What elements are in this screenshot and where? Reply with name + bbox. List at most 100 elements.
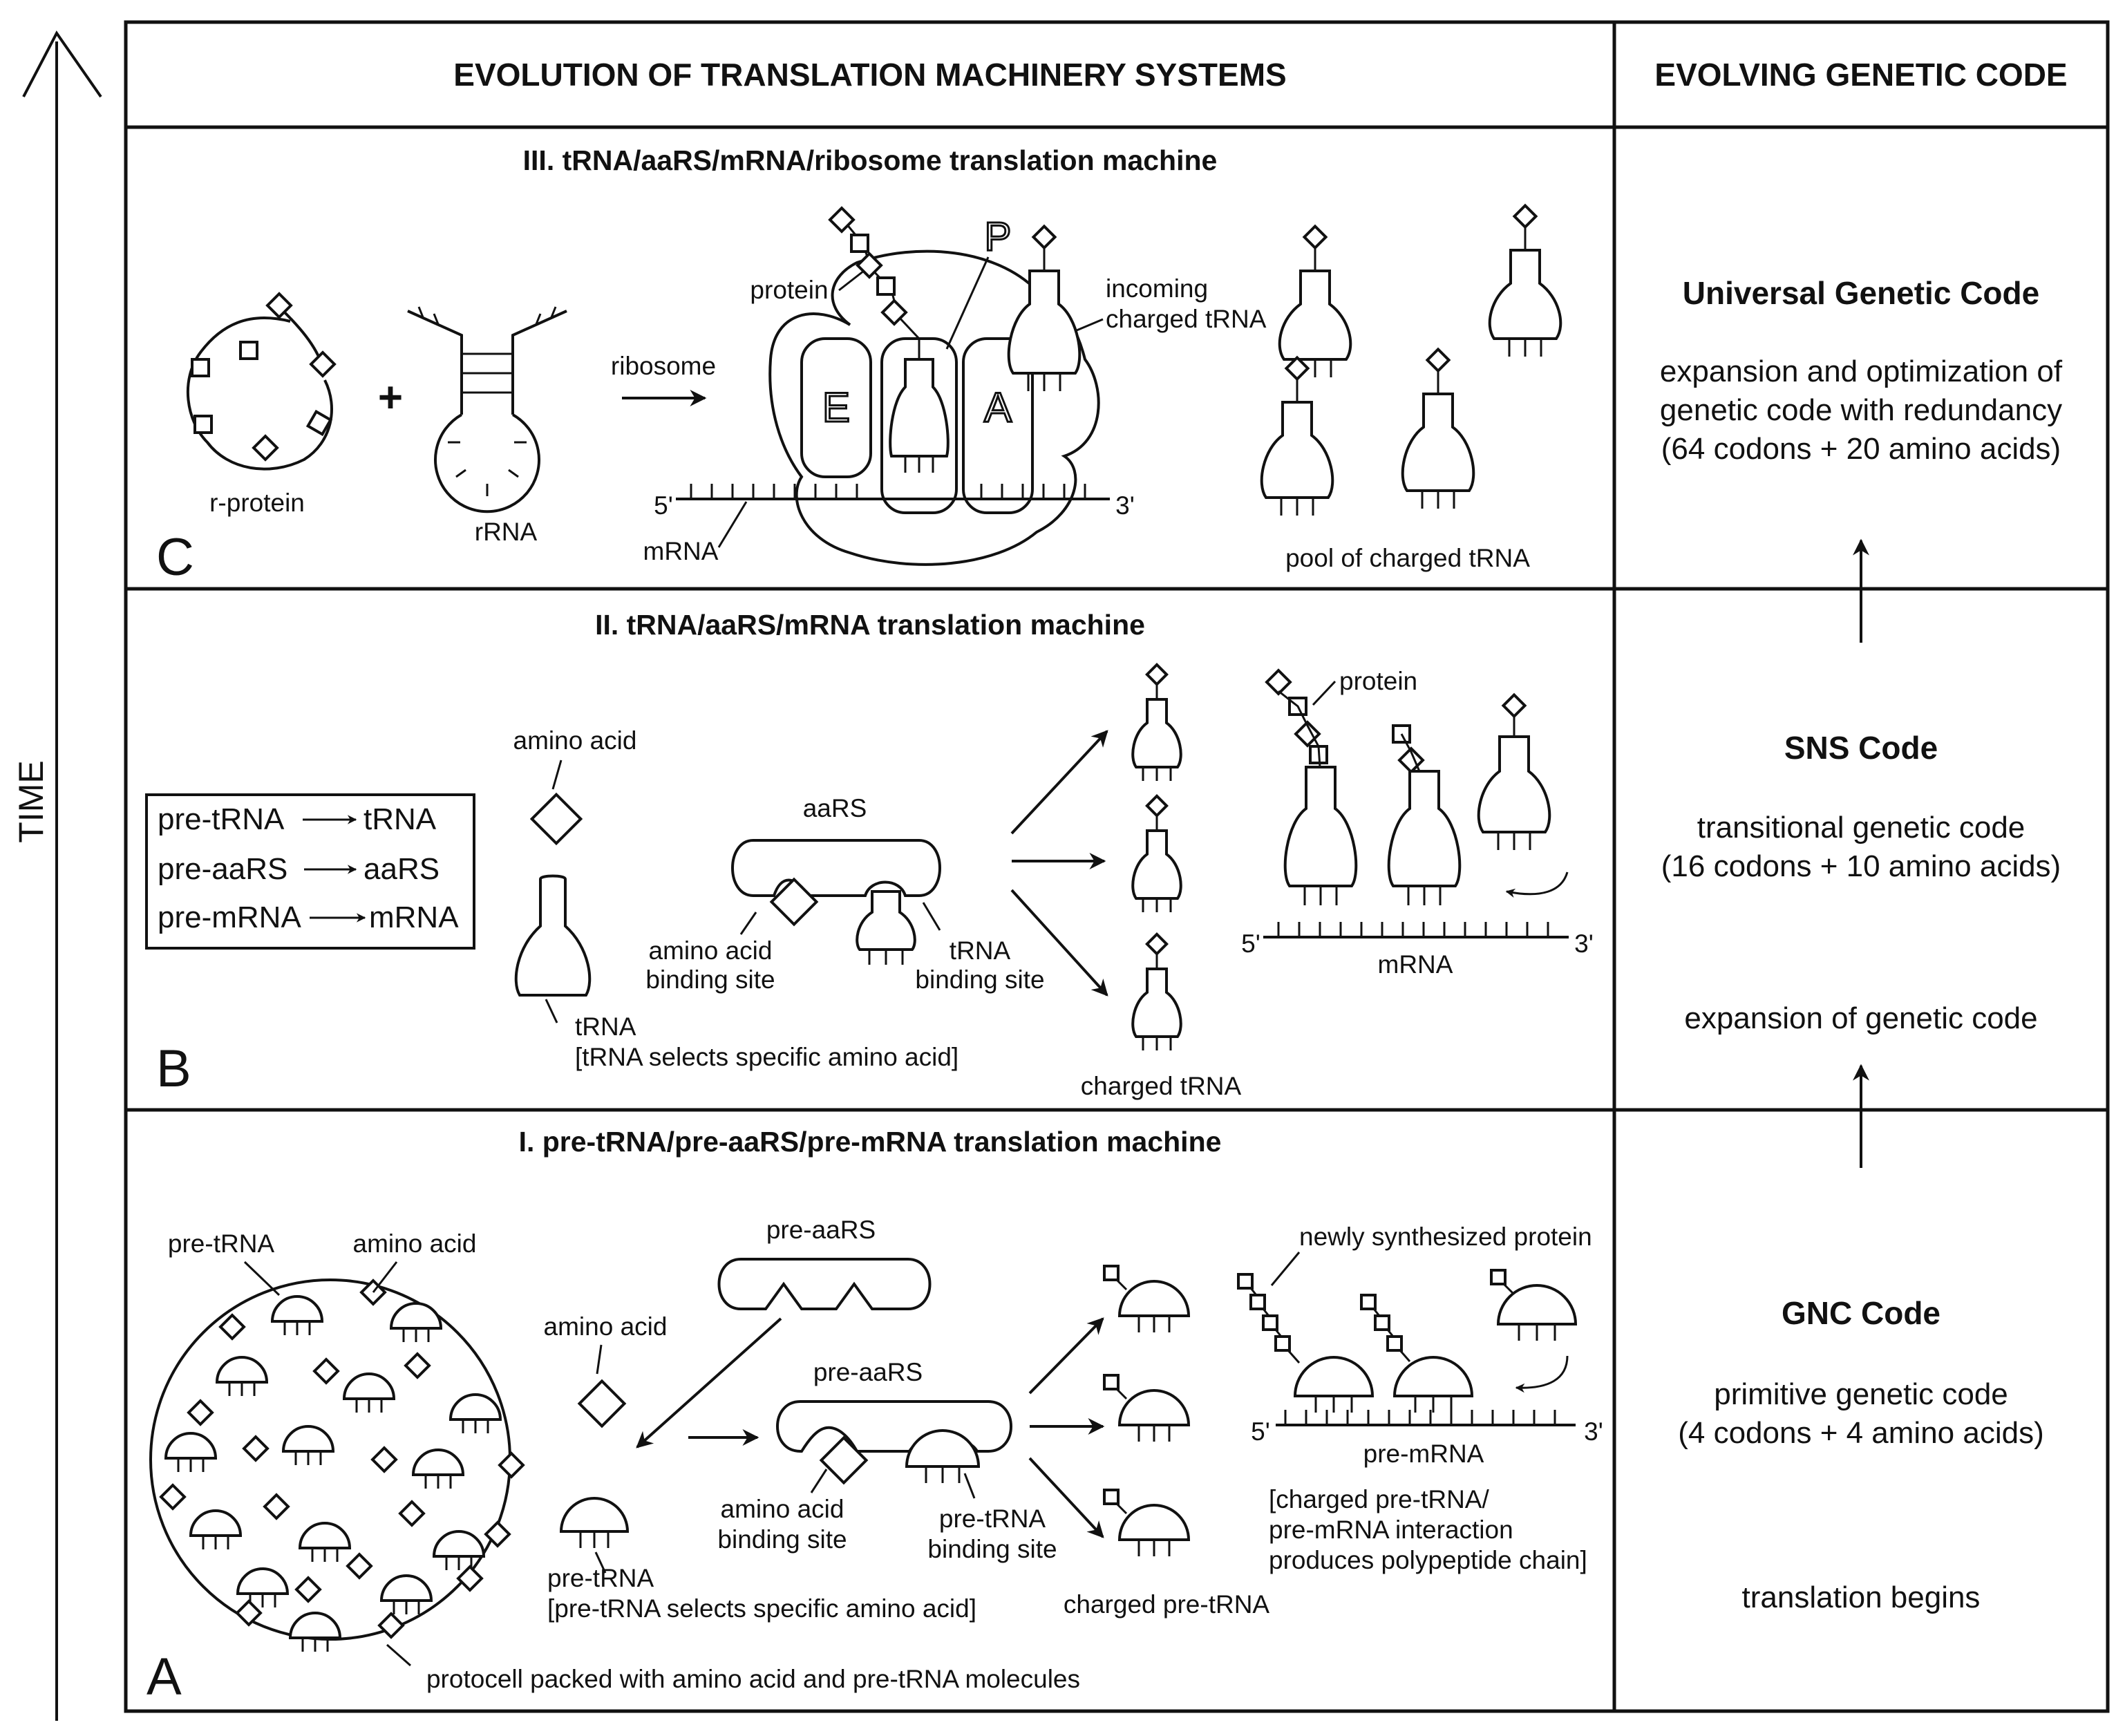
site-e-label: E bbox=[822, 384, 850, 431]
a-charged-pretrna-2-icon bbox=[1103, 1374, 1191, 1442]
a-new-protein-leader bbox=[1270, 1252, 1301, 1286]
protein-leader bbox=[838, 270, 865, 292]
panel-c-letter: C bbox=[156, 528, 194, 587]
panel-c-five-prime: 5' bbox=[654, 491, 673, 520]
universal-line3: (64 codons + 20 amino acids) bbox=[1661, 432, 2061, 466]
protocell-pre-trna-icon bbox=[270, 1295, 324, 1323]
protocell-amino-acid-icon bbox=[377, 1612, 405, 1639]
a-amino-acid-free-label: amino acid bbox=[544, 1312, 668, 1341]
panel-c-three-prime: 3' bbox=[1115, 491, 1135, 520]
a-arrow-down bbox=[1028, 1457, 1104, 1538]
a-pre-trna-free-leader bbox=[594, 1551, 607, 1574]
b-mrna-trna-2-icon bbox=[1387, 724, 1462, 905]
gnc-code-title: GNC Code bbox=[1782, 1295, 1940, 1331]
a-pre-trna-free-label: pre-tRNA bbox=[547, 1564, 654, 1592]
b-protein-label: protein bbox=[1339, 667, 1417, 695]
box-row-3-to: mRNA bbox=[369, 900, 459, 934]
b-protein-leader bbox=[1312, 680, 1337, 706]
mrna-leader bbox=[717, 501, 748, 548]
protocell-amino-acid-icon bbox=[498, 1451, 525, 1479]
rrna-icon bbox=[407, 306, 567, 513]
b-amino-acid-leader bbox=[551, 760, 563, 790]
incoming-leader bbox=[1076, 318, 1104, 332]
b-mrna-icon bbox=[1263, 922, 1569, 938]
protein-chain-icon bbox=[828, 206, 920, 340]
panel-a-letter: A bbox=[147, 1648, 182, 1706]
protocell-pre-trna-icon bbox=[432, 1530, 486, 1558]
time-axis-label: TIME bbox=[12, 760, 50, 842]
a-note-line2: pre-mRNA interaction bbox=[1269, 1516, 1513, 1544]
aars-trna-icon bbox=[856, 890, 916, 951]
a-amino-acid-free-icon bbox=[577, 1379, 627, 1428]
sns-line2: (16 codons + 10 amino acids) bbox=[1661, 849, 2061, 883]
box-row-2-to: aaRS bbox=[363, 852, 440, 886]
universal-code-title: Universal Genetic Code bbox=[1683, 275, 2039, 311]
b-trna-leader bbox=[545, 999, 558, 1023]
translation-begins-label: translation begins bbox=[1742, 1581, 1981, 1614]
r-protein-label: r-protein bbox=[209, 489, 305, 517]
protocell-pre-trna-icon bbox=[389, 1302, 443, 1330]
protocell-amino-acid-icon bbox=[346, 1552, 373, 1580]
b-aa-site-line2: binding site bbox=[645, 965, 775, 994]
a-aa-site-line1: amino acid bbox=[721, 1495, 844, 1523]
protocell-pre-trna-icon bbox=[288, 1612, 342, 1639]
b-three-prime: 3' bbox=[1574, 930, 1594, 958]
protocell-amino-acid-icon bbox=[456, 1565, 484, 1592]
protocell-pre-trna-icon bbox=[411, 1449, 465, 1476]
a-pre-trna-label: pre-tRNA bbox=[168, 1229, 275, 1258]
protocell-pre-trna-icon bbox=[342, 1372, 396, 1400]
b-charged-trna-2-icon bbox=[1131, 794, 1182, 912]
protocell-amino-acid-icon bbox=[263, 1493, 290, 1520]
protocell-amino-acid-icon bbox=[312, 1357, 340, 1385]
a-pretrna-site-line1: pre-tRNA bbox=[939, 1504, 1046, 1533]
protocell-amino-acid-icon bbox=[484, 1520, 511, 1548]
protocell-amino-acid-icon bbox=[242, 1435, 270, 1462]
protocell-label: protocell packed with amino acid and pre… bbox=[426, 1665, 1080, 1693]
outer-border bbox=[124, 20, 2110, 1713]
pool-trna-1-icon bbox=[1278, 224, 1352, 377]
b-trna-site-line2: binding site bbox=[915, 965, 1044, 994]
genetic-code-column: Universal Genetic Code expansion and opt… bbox=[1660, 275, 2063, 1614]
b-five-prime: 5' bbox=[1241, 930, 1260, 958]
panel-c-title: III. tRNA/aaRS/mRNA/ribosome translation… bbox=[523, 144, 1218, 176]
gnc-line1: primitive genetic code bbox=[1714, 1377, 2008, 1411]
table-frame bbox=[124, 20, 2110, 1713]
b-aa-site-line1: amino acid bbox=[649, 936, 773, 965]
incoming-label-line1: incoming bbox=[1106, 274, 1208, 303]
universal-line2: genetic code with redundancy bbox=[1660, 393, 2062, 427]
protocell-contents bbox=[159, 1279, 525, 1652]
a-pre-mrna-pretrna-2-icon bbox=[1360, 1294, 1474, 1413]
protocell-amino-acid-icon bbox=[159, 1483, 187, 1511]
b-trna-label: tRNA bbox=[575, 1012, 636, 1041]
panel-c-mrna-label: mRNA bbox=[643, 537, 719, 565]
p-site-leader bbox=[945, 256, 990, 350]
a-pre-aars-amino-acid-icon bbox=[819, 1435, 869, 1485]
a-pre-mrna-icon bbox=[1276, 1410, 1576, 1426]
aars-icon bbox=[731, 839, 941, 897]
a-pre-trna-free-icon bbox=[559, 1497, 630, 1548]
site-p-label: P bbox=[985, 214, 1012, 259]
panel-a: I. pre-tRNA/pre-aaRS/pre-mRNA translatio… bbox=[147, 1126, 1603, 1706]
site-a-label: A bbox=[984, 384, 1012, 431]
box-row-2-from: pre-aaRS bbox=[158, 852, 287, 886]
b-amino-acid-icon bbox=[529, 792, 583, 846]
protocell-pre-trna-icon bbox=[189, 1509, 243, 1537]
panel-c-mrna-icon bbox=[676, 484, 1110, 500]
a-new-protein-label: newly synthesized protein bbox=[1299, 1223, 1592, 1251]
header-genetic-code: EVOLVING GENETIC CODE bbox=[1654, 57, 2067, 93]
pool-trna-4-icon bbox=[1401, 347, 1475, 509]
a-pre-aars-pretrna-icon bbox=[905, 1429, 981, 1483]
time-axis: TIME bbox=[12, 30, 102, 1721]
aa-site-leader bbox=[739, 912, 757, 935]
protocell-pre-trna-icon bbox=[215, 1356, 269, 1384]
protocell-pre-trna-icon bbox=[164, 1432, 218, 1460]
universal-line1: expansion and optimization of bbox=[1660, 355, 2063, 388]
box-row-1-to: tRNA bbox=[363, 802, 437, 836]
protocell-pre-trna-icon bbox=[379, 1574, 433, 1602]
a-charged-pretrna-1-icon bbox=[1103, 1265, 1191, 1332]
a-pre-mrna-label: pre-mRNA bbox=[1363, 1440, 1484, 1468]
protocell-amino-acid-icon bbox=[370, 1446, 398, 1473]
a-note-line1: [charged pre-tRNA/ bbox=[1269, 1485, 1489, 1513]
a-aa-site-line2: binding site bbox=[717, 1525, 847, 1554]
